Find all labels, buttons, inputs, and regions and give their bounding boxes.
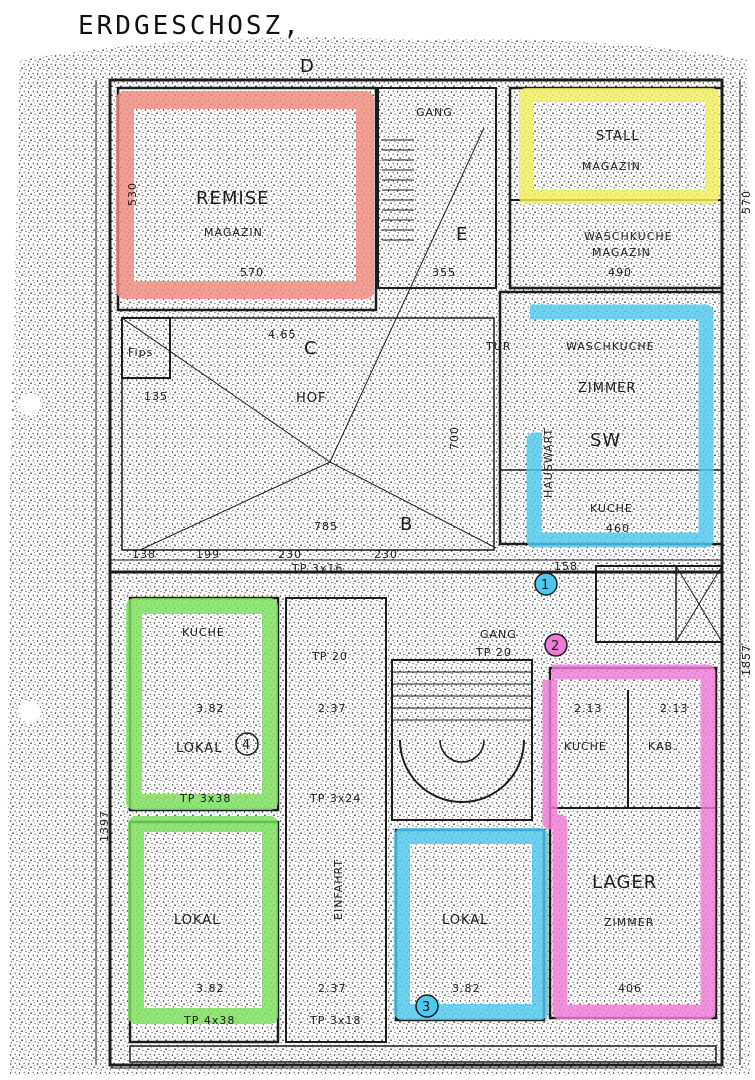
dim-1397: 1397 xyxy=(98,810,111,842)
dimension-labels: 570 355 490 4.65 135 785 700 460 138 199… xyxy=(98,182,753,1027)
room-stall: STALL xyxy=(596,129,640,144)
room-remise-sub: MAGAZIN xyxy=(204,226,263,239)
dim-570-top: 570 xyxy=(240,266,264,279)
room-gang-top: GANG xyxy=(416,106,453,119)
dim-tp3x18: TP 3x18 xyxy=(309,1014,361,1027)
section-letters: D C B E xyxy=(300,56,468,535)
room-tur: TUR xyxy=(485,340,511,353)
highlight-sw xyxy=(526,304,714,548)
room-gang-mid: GANG xyxy=(480,628,517,641)
dim-406: 406 xyxy=(618,982,642,995)
section-letter-e: E xyxy=(456,224,468,245)
room-kuche-sw: KUCHE xyxy=(590,502,633,515)
dim-199: 199 xyxy=(196,548,220,561)
section-letter-b: B xyxy=(400,514,413,535)
room-zimmer-2: ZIMMER xyxy=(604,916,654,929)
dim-237b: 2.37 xyxy=(318,982,347,995)
room-einfahrt: EINFAHRT xyxy=(332,859,345,920)
dim-490: 490 xyxy=(608,266,632,279)
highlight-lokal-4 xyxy=(126,598,278,810)
dim-135: 135 xyxy=(144,390,168,403)
punch-hole-top xyxy=(19,394,41,416)
highlight-lokal-3 xyxy=(394,828,548,1020)
room-fips: Fips xyxy=(128,346,153,359)
room-lokal-3: LOKAL xyxy=(442,913,488,928)
room-kab: KAB. xyxy=(648,740,678,753)
room-hauswart: HAUSWART xyxy=(542,428,555,498)
dim-tp20a: TP 20 xyxy=(311,650,348,663)
section-letter-d: D xyxy=(300,56,315,77)
dim-tp3x24: TP 3x24 xyxy=(309,792,361,805)
dim-230a: 230 xyxy=(278,548,302,561)
section-letter-c: C xyxy=(304,338,318,359)
dim-tp3x16: TP 3x16 xyxy=(291,562,343,575)
room-lokal-green: LOKAL xyxy=(174,913,220,928)
room-zimmer-sw: ZIMMER xyxy=(578,381,636,396)
room-remise: REMISE xyxy=(196,188,270,209)
dim-138: 138 xyxy=(132,548,156,561)
marker-4-label: 4 xyxy=(242,738,251,753)
room-waschkuche-mag-sub: MAGAZIN xyxy=(592,246,651,259)
room-lager: LAGER xyxy=(592,872,657,893)
room-sw: SW xyxy=(590,430,621,451)
room-lokal-4: LOKAL xyxy=(176,741,222,756)
room-labels: REMISE MAGAZIN STALL MAGAZIN WASCHKUCHE … xyxy=(128,106,678,929)
dim-382b: 3.82 xyxy=(196,982,225,995)
room-kuche-2: KUCHE xyxy=(564,740,607,753)
dim-465: 4.65 xyxy=(268,328,297,341)
marker-4 xyxy=(235,732,259,756)
dim-570-right: 570 xyxy=(740,190,753,214)
room-kuche-4: KUCHE xyxy=(182,626,225,639)
marker-1 xyxy=(534,572,558,596)
room-waschkuche: WASCHKUCHE xyxy=(566,340,655,353)
dim-tp3x38: TP 3x38 xyxy=(179,792,231,805)
dim-1857: 1857 xyxy=(740,644,753,676)
marker-1-label: 1 xyxy=(541,578,550,593)
dim-700: 700 xyxy=(448,426,461,450)
dim-355: 355 xyxy=(432,266,456,279)
marker-2-label: 2 xyxy=(551,639,560,654)
highlight-lokal-green xyxy=(128,816,278,1024)
dim-460: 460 xyxy=(606,522,630,535)
dim-382c: 3.82 xyxy=(452,982,481,995)
room-stall-sub: MAGAZIN xyxy=(582,160,641,173)
dim-213a: 2.13 xyxy=(574,702,603,715)
room-hof: HOF xyxy=(296,391,327,406)
dim-tp20b: TP 20 xyxy=(475,646,512,659)
highlight-lager xyxy=(542,664,716,1020)
dim-230b: 230 xyxy=(374,548,398,561)
unit-markers: 1 2 3 4 xyxy=(235,572,568,1018)
dim-785: 785 xyxy=(314,520,338,533)
page-title: ERDGESCHOSZ, xyxy=(78,11,302,41)
dim-158: 158 xyxy=(554,560,578,573)
highlights xyxy=(116,88,719,1024)
dim-382a: 3.82 xyxy=(196,702,225,715)
punch-hole-bottom xyxy=(19,701,41,723)
dim-530: 530 xyxy=(126,182,139,206)
dim-213b: 2.13 xyxy=(660,702,689,715)
marker-2 xyxy=(544,633,568,657)
marker-3 xyxy=(415,994,439,1018)
highlight-remise xyxy=(116,91,374,299)
marker-3-label: 3 xyxy=(422,1000,431,1015)
room-waschkuche-mag: WASCHKUCHE xyxy=(584,230,673,243)
dim-tp4x38: TP 4x38 xyxy=(183,1014,235,1027)
highlight-stall xyxy=(519,88,719,204)
dim-237a: 2.37 xyxy=(318,702,347,715)
